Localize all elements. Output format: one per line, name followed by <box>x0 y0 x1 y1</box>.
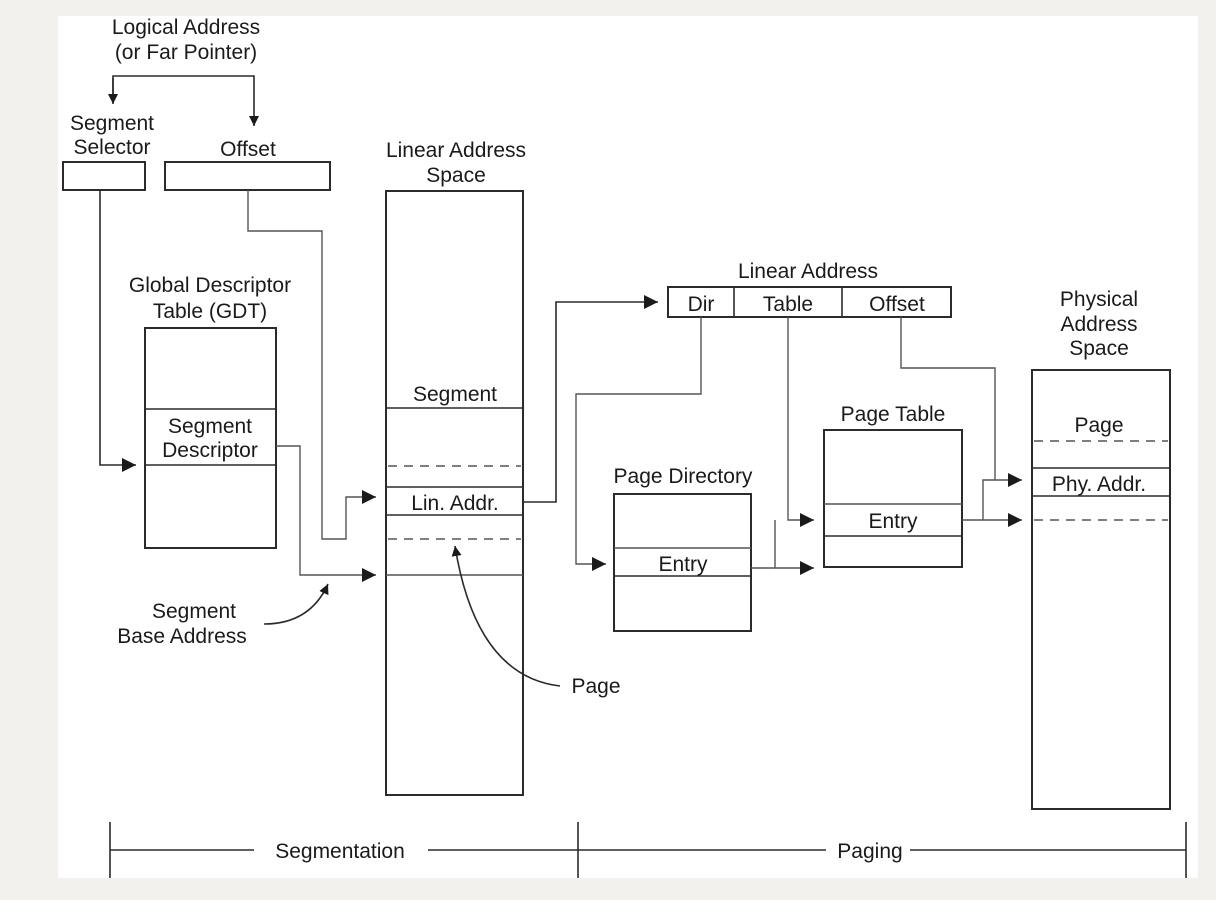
page-pointer-label: Page <box>571 675 620 698</box>
offset-box <box>164 161 331 191</box>
address-translation-diagram: Logical Address (or Far Pointer) Segment… <box>62 16 1187 878</box>
page-table-entry-label: Entry <box>868 510 918 533</box>
diagram-canvas: Logical Address (or Far Pointer) Segment… <box>58 16 1198 878</box>
gdt-box <box>144 327 277 549</box>
page-directory-title: Page Directory <box>614 465 753 488</box>
base-to-linear-arrow <box>276 445 376 582</box>
segment-descriptor-label-line2: Descriptor <box>162 439 258 462</box>
page-table-title: Page Table <box>841 403 946 426</box>
physical-address-space-box <box>1031 369 1171 810</box>
offset-to-physical-arrow <box>900 317 1022 487</box>
segment-selector-label-line2: Selector <box>73 136 150 159</box>
page-directory-entry-label: Entry <box>658 553 708 576</box>
physical-address-space-title-line3: Space <box>1069 337 1129 360</box>
segment-base-address-label-line2: Base Address <box>117 625 247 648</box>
linear-address-dir-field: Dir <box>688 293 715 316</box>
linear-address-space-title-line2: Space <box>426 164 486 187</box>
table-to-page-table-arrow <box>787 317 814 527</box>
phy-addr-label: Phy. Addr. <box>1052 473 1146 496</box>
offset-to-linear-arrow <box>247 190 376 540</box>
segment-base-address-label-line1: Segment <box>152 600 236 623</box>
directory-entry-to-page-table-arrow <box>751 520 776 569</box>
gdt-title-line1: Global Descriptor <box>129 274 291 297</box>
lin-addr-to-linear-address-arrow <box>523 295 658 503</box>
logical-address-title-line2: (or Far Pointer) <box>115 41 257 64</box>
linear-space-segment-label: Segment <box>413 383 497 406</box>
dir-to-page-directory-arrow <box>575 317 702 571</box>
base-address-pointer-arrow <box>263 583 329 625</box>
physical-page-label: Page <box>1074 414 1123 437</box>
segment-selector-box <box>62 161 146 191</box>
linear-address-space-title-line1: Linear Address <box>386 139 526 162</box>
gdt-title-line2: Table (GDT) <box>153 300 267 323</box>
linear-address-title: Linear Address <box>738 260 878 283</box>
segmentation-section-label: Segmentation <box>275 840 405 863</box>
segment-selector-label-line1: Segment <box>70 112 154 135</box>
segment-descriptor-label-line1: Segment <box>168 415 252 438</box>
logical-address-title-line1: Logical Address <box>112 16 260 39</box>
page-directory-box <box>613 493 752 632</box>
offset-label: Offset <box>220 138 276 161</box>
page-table-box <box>823 429 963 568</box>
linear-address-offset-field: Offset <box>869 293 925 316</box>
linear-address-bar <box>667 286 952 318</box>
selector-to-descriptor-arrow <box>99 190 136 472</box>
paging-section-label: Paging <box>837 840 902 863</box>
linear-address-space-box <box>385 190 524 796</box>
physical-address-space-title-line2: Address <box>1060 313 1137 336</box>
linear-address-table-field: Table <box>763 293 813 316</box>
page-pointer-arrow <box>451 545 561 687</box>
physical-address-space-title-line1: Physical <box>1060 288 1138 311</box>
lin-addr-label: Lin. Addr. <box>411 492 499 515</box>
